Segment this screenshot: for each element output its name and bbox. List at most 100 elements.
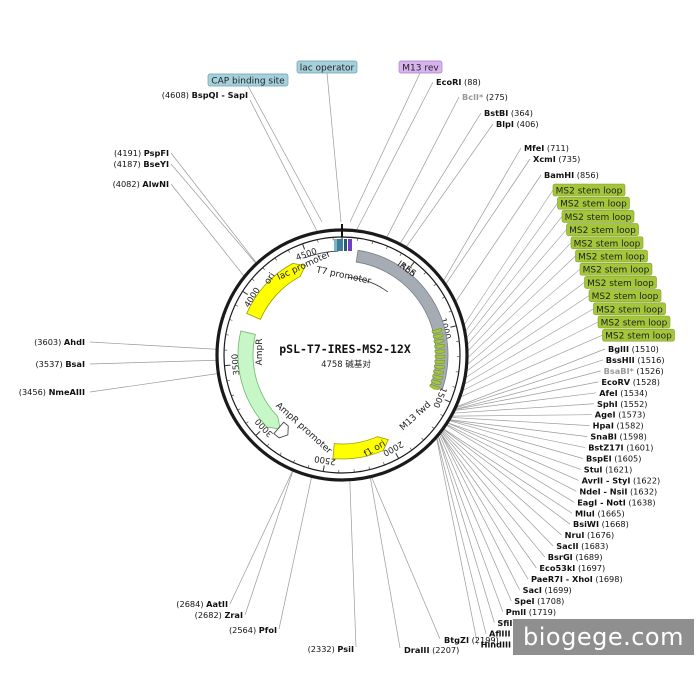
site-label: SpeI (1708) xyxy=(514,596,564,606)
site-top-right_sites-6: BamHI (856) xyxy=(544,170,599,180)
site-label: NruI (1676) xyxy=(565,530,615,540)
site-pos: (3456) xyxy=(19,387,49,397)
plasmid-length: 4758 碱基对 xyxy=(321,359,371,370)
site-bottom-left_sites-4: BtgZI (2199) xyxy=(444,635,499,645)
site-pos: (1622) xyxy=(630,475,660,485)
tick-major xyxy=(410,261,415,267)
tick-minor xyxy=(441,296,445,299)
site-name: XcmI xyxy=(533,154,556,164)
site-label: (4187) BseYI xyxy=(114,159,169,169)
leader-right_sites-20 xyxy=(440,433,537,569)
m13-rev-box-line xyxy=(349,72,421,223)
site-pos: (1552) xyxy=(618,399,648,409)
leader-right_sites-21 xyxy=(440,433,529,580)
ms2-mark-7 xyxy=(434,359,446,365)
site-pos: (3537) xyxy=(35,359,65,369)
site-label: BsrGI (1689) xyxy=(548,552,603,562)
cap-binding-site-box-label: CAP binding site xyxy=(211,77,285,87)
leader-top_right_sites-2 xyxy=(399,112,482,244)
ms2-box-label-6: MS2 stem loop xyxy=(578,253,645,263)
tick-minor xyxy=(245,421,249,424)
site-name: BlpI xyxy=(496,119,514,129)
site-left-sites-5: (3537) BsaI xyxy=(35,359,85,369)
tick-minor xyxy=(274,257,277,261)
site-label: NdeI - NsiI (1632) xyxy=(579,486,657,496)
ms2-mark-4 xyxy=(434,344,445,349)
leader-right_sites-13 xyxy=(446,424,577,492)
ms2-mark-9 xyxy=(433,369,444,375)
ms2-mark-10 xyxy=(432,374,443,380)
site-name: AatII xyxy=(206,599,228,609)
site-right-sites-3: EcoRV (1528) xyxy=(601,377,660,387)
site-name: BclI* xyxy=(462,92,484,102)
m13-rev-box-bg xyxy=(398,60,443,74)
site-right-sites-19: BsrGI (1689) xyxy=(548,552,603,562)
ms2-box-label-8: MS2 stem loop xyxy=(587,279,654,289)
tick-minor xyxy=(229,319,233,321)
site-pos: (1605) xyxy=(612,454,642,464)
site-bottom-left_sites-0: (2684) AatII xyxy=(176,599,228,609)
leader-right_sites-16 xyxy=(443,429,571,525)
ms2-line-9 xyxy=(465,295,590,378)
site-name: BsrGI xyxy=(548,552,573,562)
site-name: SnaBI xyxy=(590,432,617,442)
tick-minor xyxy=(440,414,444,417)
ms2-box-label-10: MS2 stem loop xyxy=(596,305,663,315)
site-pos: (1516) xyxy=(635,355,665,365)
leader-left_sites-4 xyxy=(89,341,217,350)
leader-right_sites-1 xyxy=(456,359,603,408)
ms2-box-8 xyxy=(584,276,657,289)
lac-promoter-arc xyxy=(304,250,339,259)
site-bottom-left_sites-5: DraIII (2207) xyxy=(404,645,459,655)
ms2-line-4 xyxy=(467,229,567,345)
tick-minor xyxy=(371,241,374,245)
leader-left_sites-6 xyxy=(89,373,218,393)
site-label: (2682) ZraI xyxy=(195,610,243,620)
site-right-sites-6: AgeI (1573) xyxy=(595,410,646,420)
leader-right_sites-3 xyxy=(455,381,599,410)
site-pos: (1601) xyxy=(624,443,654,453)
leader-right_sites-5 xyxy=(453,403,595,414)
site-label: SacII (1683) xyxy=(556,541,608,551)
site-name: PspFI xyxy=(144,148,169,158)
ori-band xyxy=(246,262,307,320)
site-pos: (2684) xyxy=(176,599,206,609)
site-name: EagI - NotI xyxy=(577,497,626,507)
ms2-line-12 xyxy=(460,334,603,397)
site-pos: (1534) xyxy=(618,388,648,398)
ms2-box-label-12: MS2 stem loop xyxy=(605,332,672,342)
site-name: BglII xyxy=(608,344,629,354)
site-label: MluI (1665) xyxy=(575,508,625,518)
tick-major xyxy=(242,290,248,295)
ms2-box-6 xyxy=(575,249,648,263)
cap-marker xyxy=(337,239,343,251)
site-pos: (4191) xyxy=(114,148,144,158)
site-name: AhdI xyxy=(64,337,85,347)
m13-fwd-label: M13 fwd xyxy=(398,400,433,433)
ms2-mark-2 xyxy=(432,333,444,339)
site-right-sites-22: SacI (1699) xyxy=(523,585,572,595)
tick-minor xyxy=(399,252,402,256)
site-name: BsiWI xyxy=(573,519,599,529)
ms2-box-2 xyxy=(557,196,630,210)
site-label: BclI* (275) xyxy=(462,92,508,102)
leader-right_sites-6 xyxy=(452,414,592,417)
ms2-stem-loop-marks xyxy=(429,328,446,390)
site-label: BstBI (364) xyxy=(484,108,533,118)
tick-major xyxy=(444,399,451,403)
tick-major xyxy=(302,243,306,250)
site-label: BsaBI* (1526) xyxy=(604,366,664,376)
restriction-site-labels: (4608) BspQI - SapI (4191) PspFI(4187) Bs… xyxy=(19,77,665,655)
site-name: BsaBI* xyxy=(604,366,635,376)
leader-right_sites-27 xyxy=(436,438,478,645)
site-pos: (1573) xyxy=(616,410,646,420)
tick-major xyxy=(224,364,231,367)
site-label: (4608) BspQI - SapI xyxy=(162,90,248,100)
leader-right_sites-17 xyxy=(442,430,562,536)
site-name: PfoI xyxy=(259,625,277,635)
tick-label-3500: 3500 xyxy=(230,353,242,375)
tick-label-2500: 2500 xyxy=(314,453,337,466)
ms2-box-7 xyxy=(579,262,653,276)
leader-left_sites-2 xyxy=(170,163,257,264)
t7-promoter-label: T7 promoter xyxy=(314,265,372,287)
